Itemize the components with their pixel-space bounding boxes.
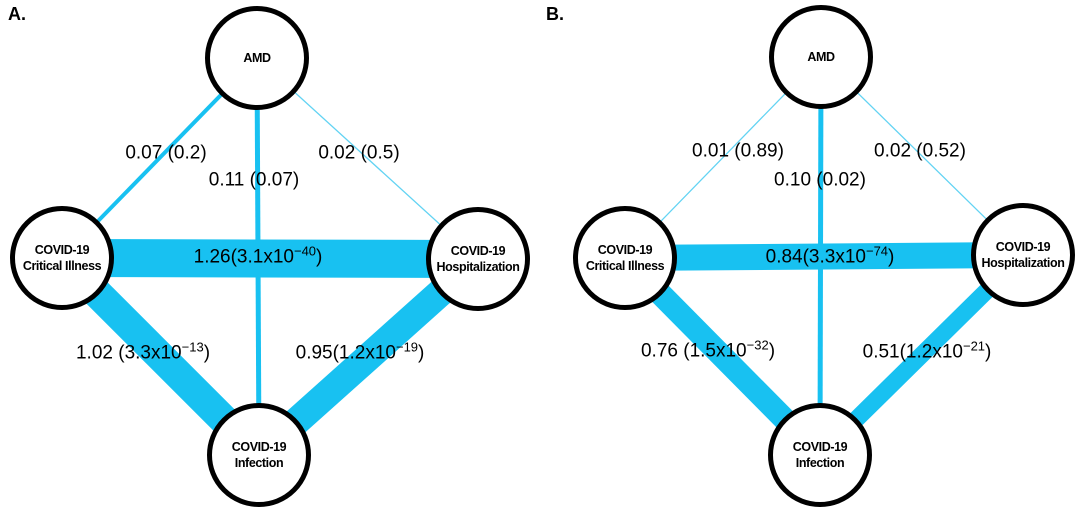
panel-b: B. AMD COVID-19 Critical Illness COVID-1… bbox=[538, 0, 1076, 514]
node-hospitalization: COVID-19 Hospitalization bbox=[426, 207, 530, 311]
node-critical-illness-label-line1: COVID-19 bbox=[597, 242, 653, 257]
node-infection-label-line1: COVID-19 bbox=[792, 439, 848, 454]
panel-a: A. AMD COVID-19 Critical Illness COVID-1… bbox=[8, 4, 530, 507]
node-hospitalization-label-line2: Hospitalization bbox=[436, 260, 520, 274]
edge-label-amd-critical: 0.01 (0.89) bbox=[692, 140, 784, 162]
node-infection-label-line2: Infection bbox=[234, 456, 284, 470]
edge-label-amd-hospitalization: 0.02 (0.5) bbox=[318, 142, 400, 164]
node-critical-illness: COVID-19 Critical Illness bbox=[10, 206, 114, 310]
node-hospitalization: COVID-19 Hospitalization bbox=[971, 203, 1075, 307]
node-critical-illness: COVID-19 Critical Illness bbox=[573, 206, 677, 310]
node-hospitalization-label-line2: Hospitalization bbox=[981, 256, 1065, 270]
edge-label-critical-infection: 0.76 (1.5x10−32) bbox=[640, 337, 776, 362]
edge-critical-hospitalization bbox=[624, 242, 1024, 271]
node-infection: COVID-19 Infection bbox=[207, 403, 311, 507]
edge-label-critical-hospitalization: 0.84(3.3x10−74) bbox=[765, 243, 895, 268]
edge-label-critical-hospitalization: 1.26(3.1x10−40) bbox=[193, 243, 323, 268]
node-infection-label-line2: Infection bbox=[795, 456, 845, 470]
node-amd: AMD bbox=[769, 5, 873, 109]
node-amd: AMD bbox=[205, 6, 309, 110]
node-infection: COVID-19 Infection bbox=[768, 403, 872, 507]
node-infection-label-line1: COVID-19 bbox=[231, 439, 287, 454]
edge-label-critical-infection: 1.02 (3.3x10−13) bbox=[75, 339, 211, 364]
node-hospitalization-label-line1: COVID-19 bbox=[450, 243, 506, 258]
node-critical-illness-label-line2: Critical Illness bbox=[585, 259, 665, 273]
panel-a-label: A. bbox=[8, 4, 26, 24]
edge-label-amd-hospitalization: 0.02 (0.52) bbox=[874, 140, 966, 162]
node-critical-illness-label-line2: Critical Illness bbox=[22, 259, 102, 273]
edge-label-amd-infection: 0.10 (0.02) bbox=[774, 169, 866, 191]
edge-label-amd-critical: 0.07 (0.2) bbox=[125, 142, 207, 164]
edge-critical-hospitalization bbox=[61, 239, 479, 278]
node-hospitalization-label-line1: COVID-19 bbox=[995, 239, 1051, 254]
node-amd-label: AMD bbox=[243, 50, 271, 65]
node-amd-label: AMD bbox=[807, 49, 835, 64]
edge-label-hospitalization-infection: 0.95(1.2x10−19) bbox=[295, 339, 425, 364]
edge-label-hospitalization-infection: 0.51(1.2x10−21) bbox=[862, 338, 992, 363]
node-critical-illness-label-line1: COVID-19 bbox=[34, 242, 90, 257]
panel-b-label: B. bbox=[546, 4, 564, 24]
edge-label-amd-infection: 0.11 (0.07) bbox=[208, 169, 300, 191]
